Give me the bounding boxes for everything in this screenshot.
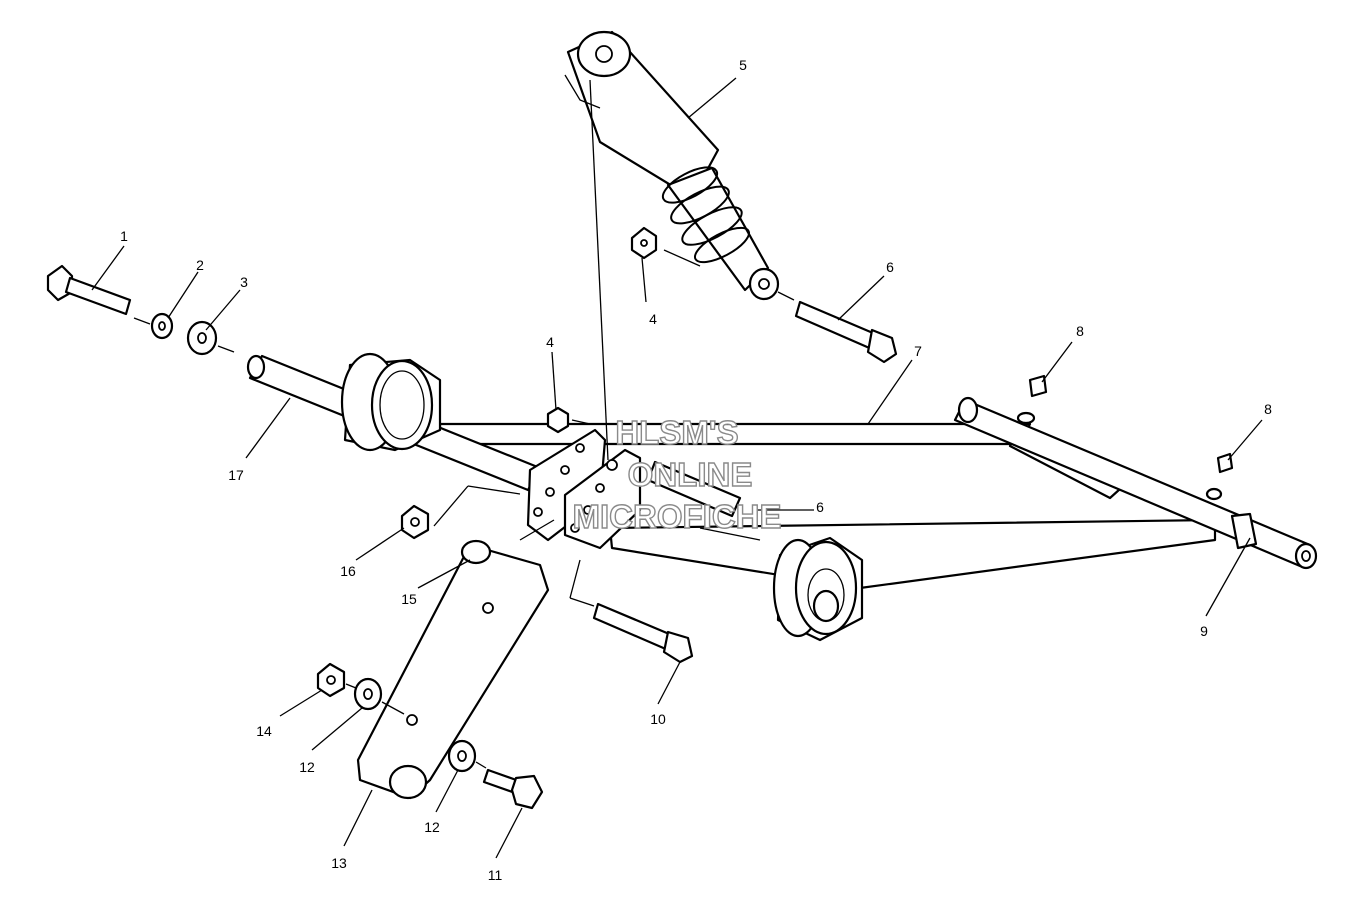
grease-fitting-8b bbox=[1205, 452, 1234, 501]
front-wheel bbox=[772, 536, 864, 642]
watermark-line-3: MICROFICHE bbox=[573, 498, 782, 535]
callout-8b: 8 bbox=[1264, 401, 1272, 417]
callout-8a: 8 bbox=[1076, 323, 1084, 339]
callout-12a: 12 bbox=[299, 759, 315, 775]
callout-17: 17 bbox=[228, 467, 244, 483]
callout-2: 2 bbox=[196, 257, 204, 273]
callout-numbers: 1 2 3 4 4 5 6 6 7 8 8 9 10 11 12 12 13 1… bbox=[120, 57, 1272, 883]
bolt-6-upper bbox=[794, 300, 898, 364]
watermark-line-1: HLSM'S bbox=[615, 414, 738, 451]
nut-16 bbox=[400, 504, 430, 540]
watermark: HLSM'S ONLINE MICROFICHE bbox=[572, 413, 782, 535]
nut-4-upper bbox=[630, 226, 658, 260]
shock-absorber bbox=[564, 30, 780, 461]
callout-10: 10 bbox=[650, 711, 666, 727]
callout-15: 15 bbox=[401, 591, 417, 607]
washer-2 bbox=[150, 312, 174, 340]
grease-fitting-8a bbox=[1016, 374, 1048, 425]
washer-12b bbox=[447, 739, 477, 773]
callout-3: 3 bbox=[240, 274, 248, 290]
callout-16: 16 bbox=[340, 563, 356, 579]
nut-4-lower bbox=[546, 406, 570, 434]
assembly-lines bbox=[133, 249, 795, 769]
washer-3 bbox=[186, 320, 218, 356]
callout-5: 5 bbox=[739, 57, 747, 73]
mounting-plates bbox=[526, 428, 642, 550]
callout-4b: 4 bbox=[546, 334, 554, 350]
callout-6a: 6 bbox=[886, 259, 894, 275]
watermark-line-2: ONLINE bbox=[628, 456, 753, 493]
nut-14 bbox=[316, 662, 346, 698]
callout-1: 1 bbox=[120, 228, 128, 244]
callout-6b: 6 bbox=[816, 499, 824, 515]
bolt-1 bbox=[46, 264, 132, 316]
linkage-arm bbox=[356, 539, 550, 800]
callout-4a: 4 bbox=[649, 311, 657, 327]
left-tube-with-wheel bbox=[246, 352, 542, 492]
bolt-10 bbox=[592, 602, 694, 664]
leader-lines bbox=[91, 77, 1263, 859]
callout-7: 7 bbox=[914, 343, 922, 359]
bolt-11 bbox=[482, 768, 544, 810]
callout-9: 9 bbox=[1200, 623, 1208, 639]
callout-14: 14 bbox=[256, 723, 272, 739]
callout-11: 11 bbox=[488, 867, 503, 883]
callout-12b: 12 bbox=[424, 819, 440, 835]
washer-12a bbox=[353, 677, 383, 711]
callout-13: 13 bbox=[331, 855, 347, 871]
